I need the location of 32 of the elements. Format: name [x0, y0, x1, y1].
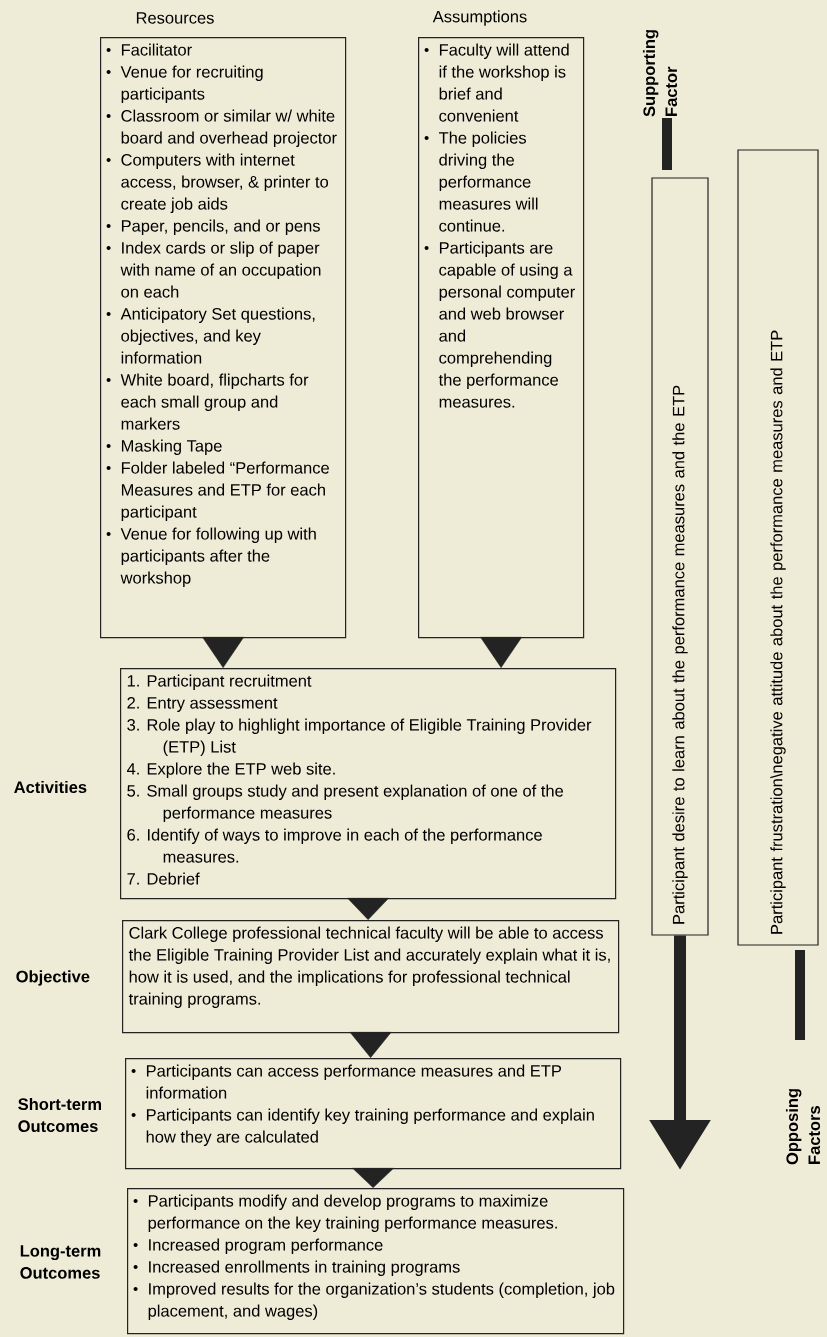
factor-box: Participant desire to learn about the performance measures and the ETP — [651, 177, 709, 936]
outcomes-box: Participants modify and develop programs to maximize performance on the key training performance measures. Increased program performance Increased enrollments in training programs Improved results for the organization’s students (completion, job placement, and wages) — [127, 1188, 625, 1335]
arrow — [202, 636, 244, 668]
arrow — [347, 897, 389, 920]
factor-label: Opposing Factors — [785, 1089, 821, 1165]
row-label: Long-term Outcomes — [20, 1245, 101, 1279]
arrow — [480, 636, 522, 668]
node-label: Folder labeled “Performance Measures and ETP for each participant — [121, 461, 329, 521]
activities-box: 1. Participant recruitment 2. Entry assessment 3. Role play to highlight importance of Eligible Training Provider (ETP) List 4. Explore the ETP web site. 5. Small groups study and present explanation of one of the performance measures 6. Identify of ways to improve in each of the performance measures. 7. Debrief — [120, 668, 617, 900]
arrow — [352, 1167, 394, 1188]
node-label: Anticipatory Set questions, objectives, and key information — [120, 307, 315, 364]
node-label: Paper, pencils, and or pens — [121, 219, 320, 235]
objective-box: Clark College professional technical faculty will be able to access the Eligible Training Provider List and accurately explain what it is, how it is used, and the implications for professional technical training programs. — [122, 920, 620, 1034]
node-label: White board, flipcharts for each small group and markers — [120, 373, 309, 430]
node-label: Index cards or slip of paper with name of an occupation on each — [120, 241, 321, 298]
node-label: Venue for following up with participants after the workshop — [120, 527, 316, 587]
arrow — [349, 1031, 392, 1058]
factor-box: Participant frustration\negative attitude about the performance measures and ETP — [737, 149, 819, 946]
node-label: Venue for recruiting participants — [120, 65, 263, 103]
factor-label: Supporting Factor — [642, 30, 678, 117]
row-label: Objective — [16, 970, 90, 986]
resources-box: Facilitator Venue for recruiting participants Classroom or similar w/ white board and overhead projector Computers with internet access, browser, & printer to create job aids Paper, pencils, and or pens Index cards or slip of paper with name of an occupation on each Anticipatory Set questions, objectives, and key information White board, flipcharts for each small group and markers Masking Tape Folder labeled “Performance Measures and ETP for each participant Venue for following up with participants after the workshop — [100, 37, 347, 639]
row-label: Short-term Outcomes — [18, 1097, 101, 1133]
box-heading: Resources — [136, 12, 214, 24]
box-heading: Assumptions — [432, 10, 527, 26]
node-label: Computers with internet access, browser, & printer to create job aids — [121, 153, 329, 213]
assumptions-box: Faculty will attend if the workshop is brief and convenient The policies driving the performance measures will continue. Participants are capable of using a personal computer and web browser and comprehending the performance measures. — [418, 37, 585, 639]
outcomes-box: Participants can access performance measures and ETP information Participants can identify key training performance and explain how they are calculated — [125, 1058, 622, 1170]
row-label: Activities — [14, 780, 87, 794]
node-label: Masking Tape — [121, 439, 222, 455]
node-label: Classroom or similar w/ white board and overhead projector — [121, 109, 337, 147]
node-label: Facilitator — [121, 43, 192, 56]
